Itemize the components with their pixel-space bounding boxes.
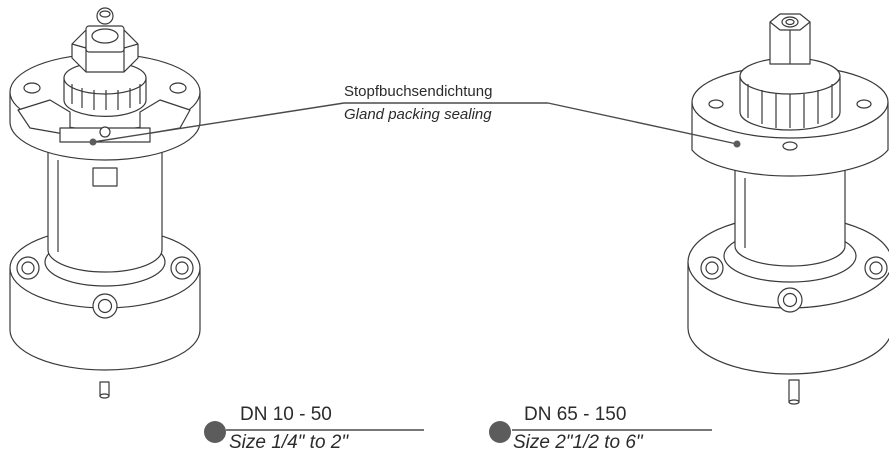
bullet-icon [489, 421, 511, 443]
size-inch-label: Size 2"1/2 to 6" [513, 432, 643, 453]
large-valve-drawing [687, 13, 889, 405]
size-inch-label: Size 1/4" to 2" [229, 432, 349, 453]
callout-dot-right [733, 140, 741, 148]
callout-dot-left [89, 138, 97, 146]
size-dn-label: DN 10 - 50 [240, 404, 332, 425]
callout-label-german: Stopfbuchsendichtung [344, 83, 493, 100]
socket-screw-icon [16, 256, 40, 280]
callout-label-english: Gland packing sealing [344, 106, 492, 123]
size-dn-label: DN 65 - 150 [524, 404, 627, 425]
bullet-icon [204, 421, 226, 443]
small-valve-drawing [9, 7, 201, 399]
callout-leader [92, 102, 738, 145]
